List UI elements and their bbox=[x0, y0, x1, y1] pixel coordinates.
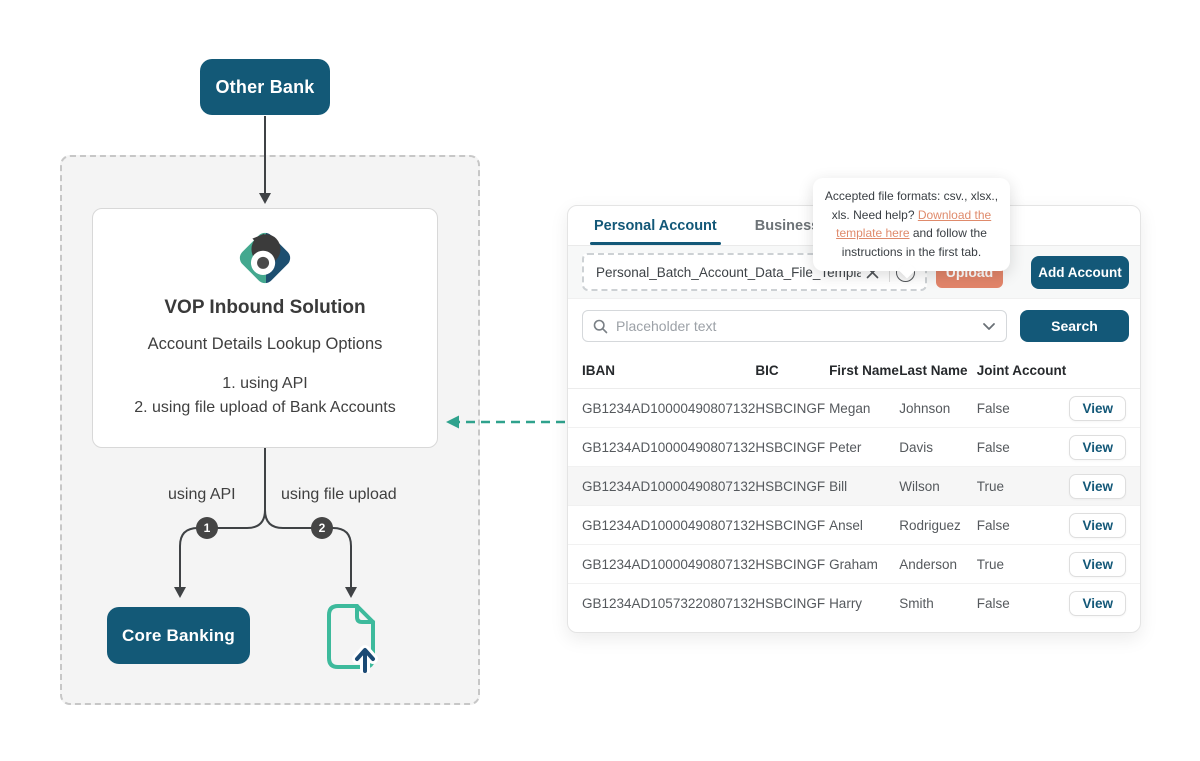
other-bank-label: Other Bank bbox=[215, 76, 315, 97]
cell-joint-account: False bbox=[976, 517, 1010, 533]
table-row: GB1234AD10573220807132 HSBCINGF Harry Sm… bbox=[568, 584, 1140, 623]
header-first-name: First Name bbox=[829, 363, 899, 378]
cell-joint-account: True bbox=[976, 556, 1005, 572]
file-upload-icon bbox=[327, 604, 378, 673]
header-joint-account: Joint Account bbox=[976, 363, 1067, 378]
view-button[interactable]: View bbox=[1069, 473, 1126, 499]
tab-personal-account[interactable]: Personal Account bbox=[590, 218, 721, 245]
cell-last-name: Davis bbox=[899, 439, 933, 455]
cell-bic: HSBCINGF bbox=[755, 517, 826, 533]
core-banking-label: Core Banking bbox=[122, 625, 235, 645]
branch-label-file-upload: using file upload bbox=[281, 486, 397, 503]
cell-iban: GB1234AD10000490807132 bbox=[582, 517, 756, 533]
cell-iban: GB1234AD10000490807132 bbox=[582, 439, 756, 455]
core-banking-node: Core Banking bbox=[107, 607, 250, 664]
selected-file-name: Personal_Batch_Account_Data_File_Templat… bbox=[596, 264, 861, 280]
cell-last-name: Wilson bbox=[899, 478, 940, 494]
accounts-panel: Personal Account Business Account Person… bbox=[567, 205, 1141, 633]
vop-card-title: VOP Inbound Solution bbox=[164, 297, 366, 318]
download-template-link[interactable]: Download the template here bbox=[836, 207, 992, 241]
view-button[interactable]: View bbox=[1069, 590, 1126, 616]
vop-solution-card: VOP Inbound Solution Account Details Loo… bbox=[92, 208, 438, 448]
cell-joint-account: False bbox=[976, 439, 1010, 455]
cell-bic: HSBCINGF bbox=[755, 400, 826, 416]
cell-joint-account: False bbox=[976, 400, 1010, 416]
tooltip-formats-line: Accepted file formats: csv., xlsx., xls. bbox=[824, 189, 999, 222]
cell-iban: GB1234AD10000490807132 bbox=[582, 400, 756, 416]
accounts-table: IBAN BIC First Name Last Name Joint Acco… bbox=[568, 351, 1140, 623]
branch-label-api: using API bbox=[168, 486, 236, 503]
badge-2: 2 bbox=[311, 517, 333, 539]
vop-card-subtitle: Account Details Lookup Options bbox=[147, 335, 383, 353]
table-row: GB1234AD10000490807132 HSBCINGF Peter Da… bbox=[568, 428, 1140, 467]
cell-first-name: Harry bbox=[829, 595, 863, 611]
add-account-button[interactable]: Add Account bbox=[1031, 256, 1129, 289]
cell-iban: GB1234AD10000490807132 bbox=[582, 556, 756, 572]
upload-help-tooltip: Accepted file formats: csv., xlsx., xls.… bbox=[813, 178, 1010, 279]
search-input[interactable] bbox=[616, 318, 982, 334]
header-last-name: Last Name bbox=[899, 363, 968, 378]
cell-first-name: Megan bbox=[829, 400, 871, 416]
table-row: GB1234AD10000490807132 HSBCINGF Graham A… bbox=[568, 545, 1140, 584]
vop-logo-icon bbox=[236, 229, 294, 287]
cell-last-name: Rodriguez bbox=[899, 517, 961, 533]
cell-bic: HSBCINGF bbox=[755, 439, 826, 455]
tooltip-help-prefix: Need help? bbox=[853, 207, 918, 222]
cell-last-name: Anderson bbox=[899, 556, 957, 572]
chevron-down-icon[interactable] bbox=[982, 322, 996, 331]
divider bbox=[889, 262, 890, 282]
vop-option-file-upload: 2. using file upload of Bank Accounts bbox=[134, 399, 396, 416]
view-button[interactable]: View bbox=[1069, 395, 1126, 421]
badge-1: 1 bbox=[196, 517, 218, 539]
cell-iban: GB1234AD10000490807132 bbox=[582, 478, 756, 494]
header-iban: IBAN bbox=[582, 363, 615, 378]
upload-section: Personal_Batch_Account_Data_File_Templat… bbox=[568, 246, 1140, 299]
cell-last-name: Smith bbox=[899, 595, 934, 611]
cell-joint-account: False bbox=[976, 595, 1010, 611]
cell-last-name: Johnson bbox=[899, 400, 951, 416]
file-dropzone[interactable]: Personal_Batch_Account_Data_File_Templat… bbox=[582, 253, 927, 291]
table-row: GB1234AD10000490807132 HSBCINGF Megan Jo… bbox=[568, 389, 1140, 428]
cell-first-name: Bill bbox=[829, 478, 848, 494]
tooltip-help-suffix: and follow the instructions in the first… bbox=[841, 226, 987, 259]
cell-first-name: Ansel bbox=[829, 517, 863, 533]
cell-joint-account: True bbox=[976, 478, 1005, 494]
header-bic: BIC bbox=[755, 363, 779, 378]
search-field[interactable] bbox=[582, 310, 1007, 342]
view-button[interactable]: View bbox=[1069, 512, 1126, 538]
cell-first-name: Peter bbox=[829, 439, 862, 455]
cell-bic: HSBCINGF bbox=[755, 556, 826, 572]
table-header-row: IBAN BIC First Name Last Name Joint Acco… bbox=[568, 351, 1140, 389]
search-section: Search bbox=[568, 299, 1140, 351]
search-button[interactable]: Search bbox=[1020, 310, 1129, 342]
cell-first-name: Graham bbox=[829, 556, 878, 572]
table-row: GB1234AD10000490807132 HSBCINGF Bill Wil… bbox=[568, 466, 1140, 506]
view-button[interactable]: View bbox=[1069, 434, 1126, 460]
search-icon bbox=[593, 319, 608, 333]
cell-bic: HSBCINGF bbox=[755, 595, 826, 611]
table-body: GB1234AD10000490807132 HSBCINGF Megan Jo… bbox=[568, 389, 1140, 623]
table-row: GB1234AD10000490807132 HSBCINGF Ansel Ro… bbox=[568, 506, 1140, 545]
other-bank-node: Other Bank bbox=[200, 59, 330, 115]
view-button[interactable]: View bbox=[1069, 551, 1126, 577]
vop-option-api: 1. using API bbox=[222, 375, 308, 392]
cell-iban: GB1234AD10573220807132 bbox=[582, 595, 756, 611]
cell-bic: HSBCINGF bbox=[755, 478, 826, 494]
